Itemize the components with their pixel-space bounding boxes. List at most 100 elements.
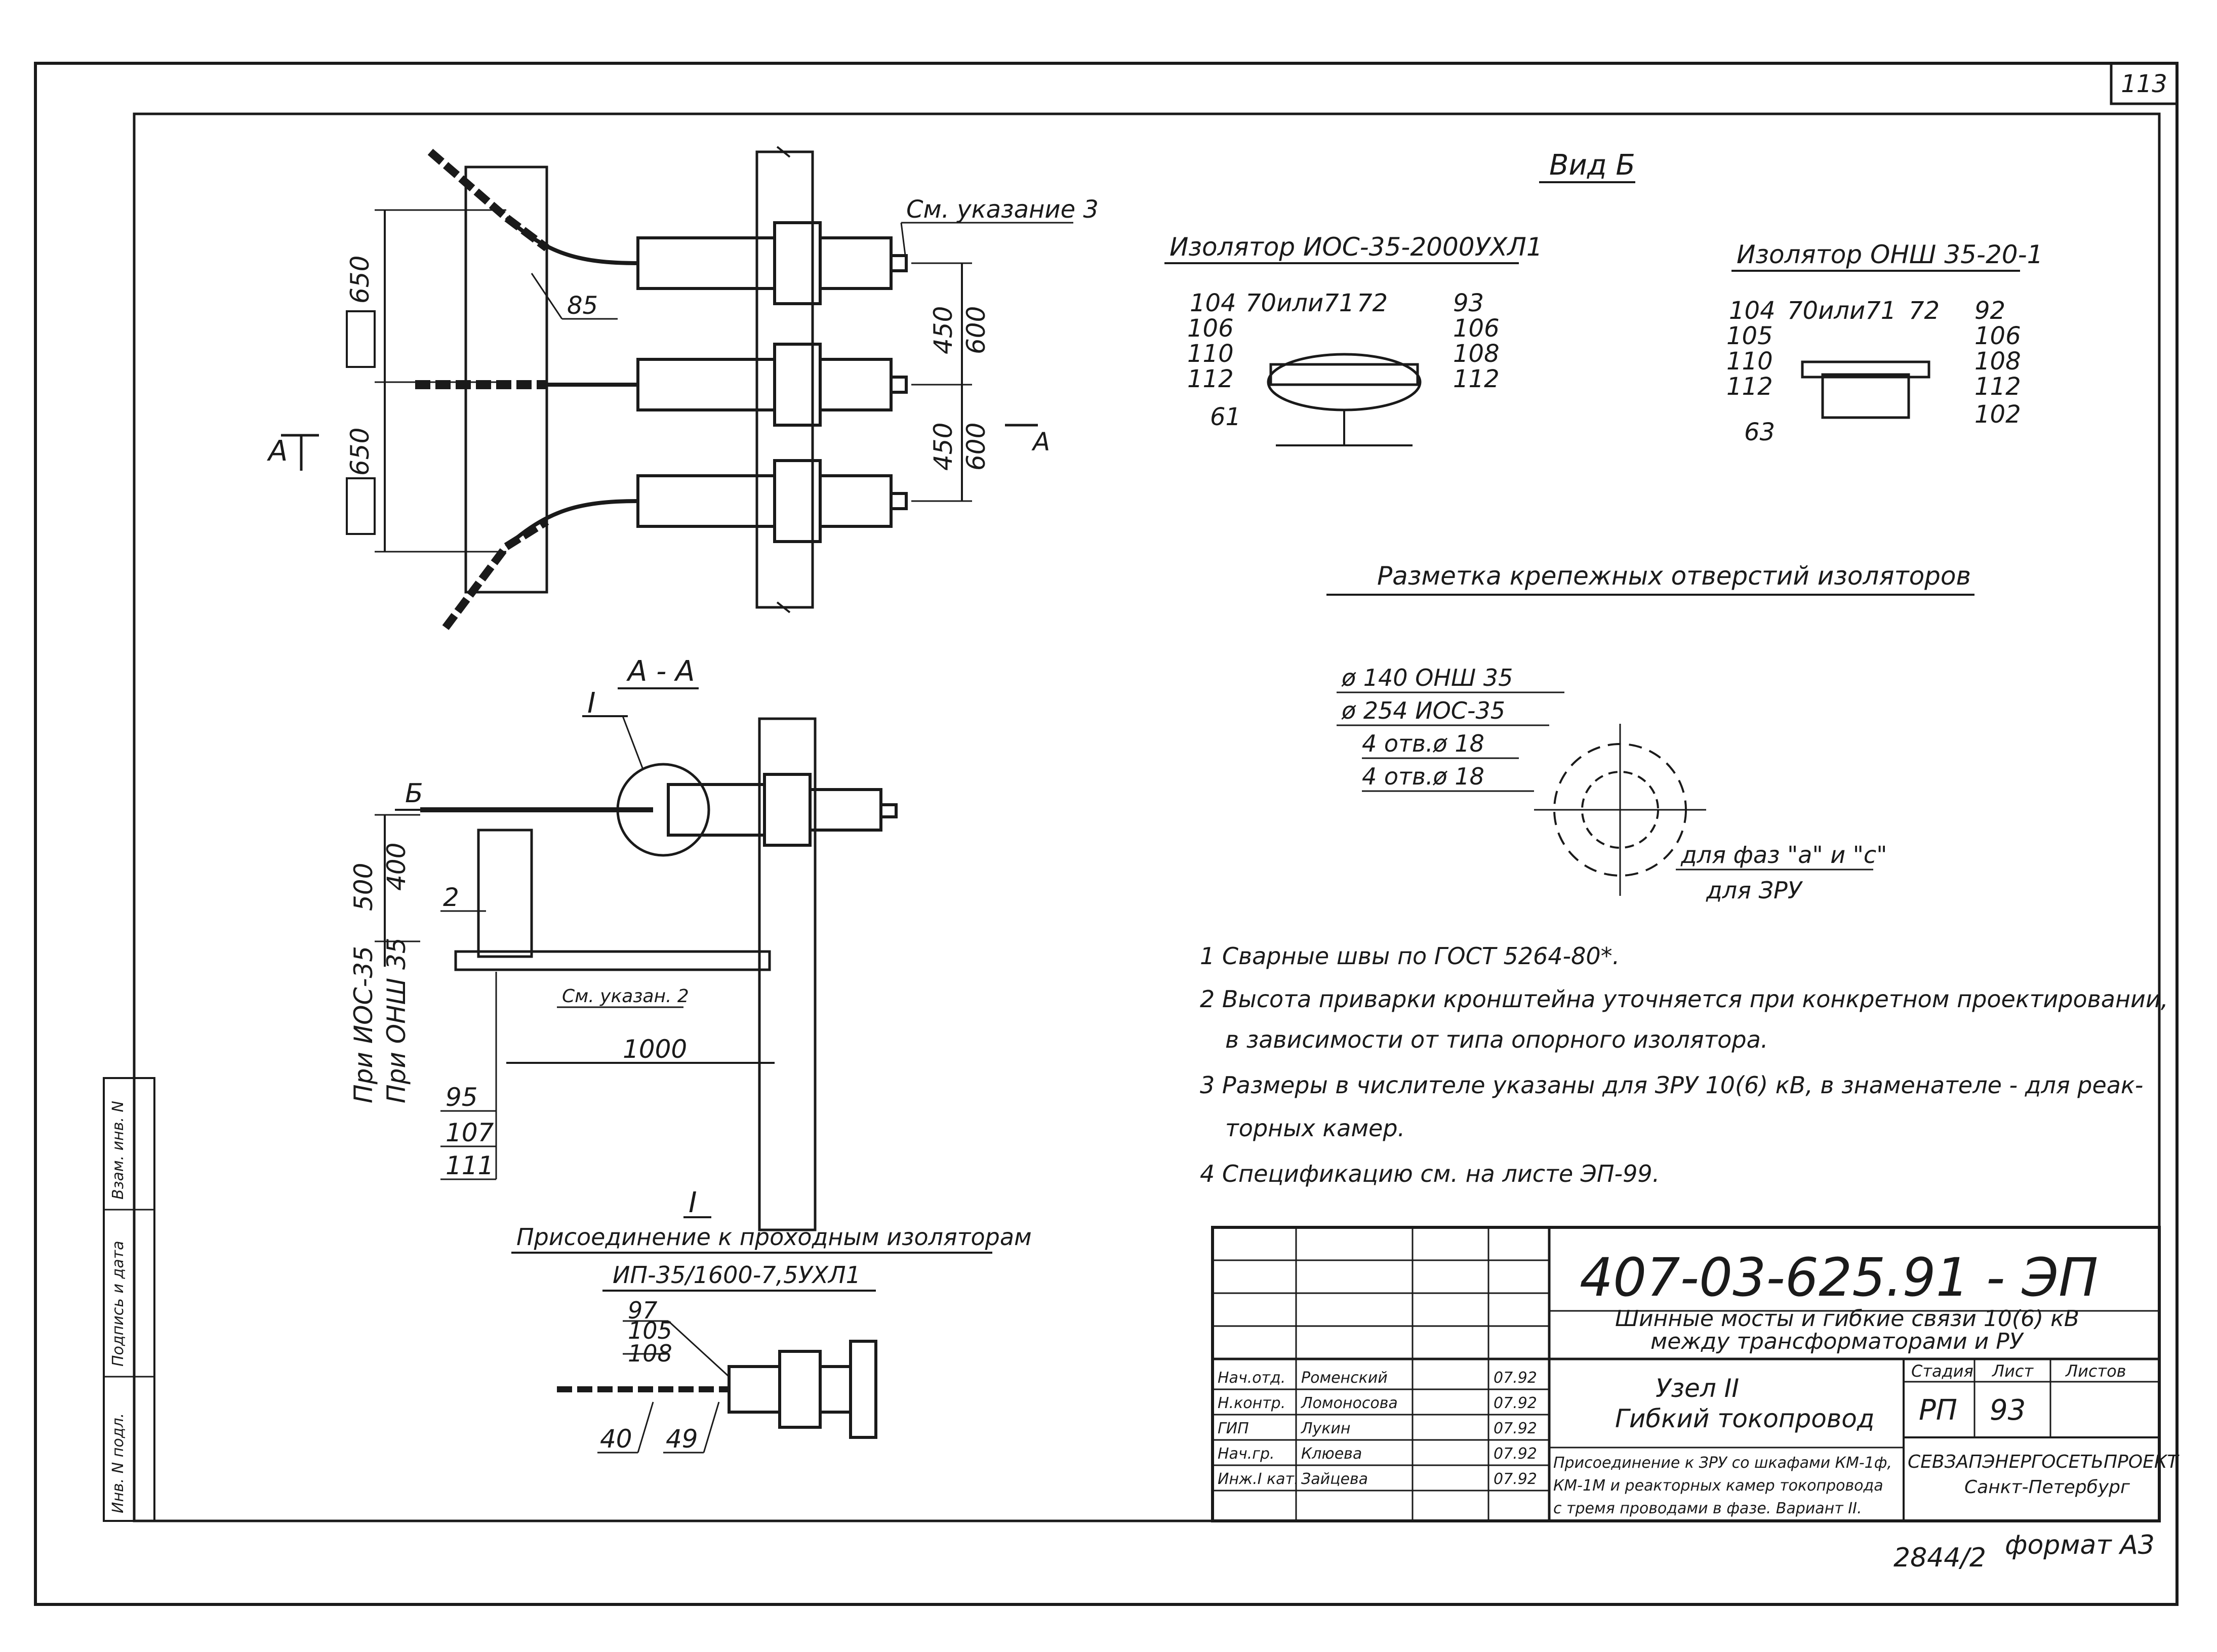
arrow-b: Б [405,778,423,809]
ins2-p112: 112 [1726,373,1773,401]
stage-header: Стадия [1911,1361,1973,1381]
detail-i: I Присоединение к проходным изоляторам И… [511,1186,1032,1454]
sheet-header: Лист [1992,1361,2034,1381]
notes: 1 Сварные швы по ГОСТ 5264-80*. 2 Высота… [1200,942,2168,1187]
note-3b: торных камер. [1225,1114,1405,1142]
ins1-p106: 106 [1187,314,1234,343]
sheets-header: Листов [2065,1361,2126,1381]
stage-value: РП [1919,1394,1957,1427]
role-4: Нач.гр. [1218,1445,1275,1463]
role-2: Н.контр. [1218,1394,1285,1412]
callout-i: I [587,687,596,720]
ins2-pR112: 112 [1974,373,2021,401]
pos-95: 95 [446,1083,478,1112]
page-number: 113 [2121,70,2167,98]
ins2-p110: 110 [1726,347,1773,376]
view-b: Вид Б Изолятор ИОС-35-2000УХЛ1 104 70или… [1164,149,2043,446]
stamp-col2: Подпись и дата [109,1241,127,1367]
ins1-p61: 61 [1210,403,1241,431]
node-line-2: Гибкий токопровод [1615,1404,1874,1433]
pos-111: 111 [446,1151,494,1180]
markup-l4: 4 отв.ø 18 [1362,763,1484,790]
name-5: Зайцева [1301,1470,1368,1488]
ins1-p70: 70или71 [1245,289,1354,317]
name-1: Роменский [1301,1369,1388,1387]
date-5: 07.92 [1494,1470,1537,1488]
ins2-name: Изолятор ОНШ 35-20-1 [1737,240,2043,269]
org-name: СЕВЗАПЭНЕРГОСЕТЬПРОЕКТ [1908,1452,2180,1472]
ins1-pR108: 108 [1453,340,1500,368]
pos-108: 108 [628,1340,672,1367]
pos-97: 97 [628,1297,658,1324]
see-note-3: См. указание 3 [906,195,1099,224]
pos-49: 49 [666,1424,698,1454]
ins1-name: Изолятор ИОС-35-2000УХЛ1 [1170,232,1543,262]
note-1: 1 Сварные швы по ГОСТ 5264-80*. [1200,942,1620,970]
ins2-p104: 104 [1729,297,1776,325]
detail-i-subtitle: ИП-35/1600-7,5УХЛ1 [613,1261,861,1289]
desc-line-2: КМ-1М и реакторных камер токопровода [1553,1477,1883,1495]
date-4: 07.92 [1494,1445,1537,1463]
format-label: формат А3 [2005,1530,2155,1560]
pos-2: 2 [443,883,459,912]
markup: Разметка крепежных отверстий изоляторов … [1326,561,1974,904]
dim-600-top: 600 [961,306,991,354]
markup-l5: для фаз "а" и "с" [1680,841,1887,869]
side-stamp: Инв. N подл. Подпись и дата Взам. инв. N [103,1077,155,1522]
date-3: 07.92 [1494,1420,1537,1437]
sheet-value: 93 [1990,1394,2026,1427]
section-arrow-a-right: А [1031,427,1050,457]
ins1-p72: 72 [1357,289,1388,317]
doc-code: 407-03-625.91 - ЭП [1580,1247,2098,1308]
label-ios: При ИОС-35 [349,946,378,1103]
dim-600-bottom: 600 [961,423,991,471]
markup-l3: 4 отв.ø 18 [1362,730,1484,757]
dim-400: 400 [382,843,411,891]
role-3: ГИП [1218,1420,1249,1437]
node-line-1: Узел II [1656,1374,1739,1403]
ins2-p92: 92 [1974,297,2005,325]
dim-450-top: 450 [929,306,958,354]
see-note-2: См. указан. 2 [562,986,689,1007]
section-aa-title: А - А [626,655,695,688]
pos-105: 105 [628,1317,672,1344]
ins1-p93: 93 [1453,289,1484,317]
plan-view: 650 650 А 450 600 450 600 А 85 См. указа… [267,146,1099,630]
markup-l6: для ЗРУ [1706,877,1803,904]
desc-line-3: с тремя проводами в фазе. Вариант II. [1553,1500,1862,1517]
ins2-pR108: 108 [1974,347,2021,376]
pos-107: 107 [446,1118,494,1147]
markup-title: Разметка крепежных отверстий изоляторов [1377,561,1971,591]
ins2-p70: 70или71 [1787,297,1896,325]
note-4: 4 Спецификацию см. на листе ЭП-99. [1200,1160,1660,1187]
ins2-p105: 105 [1726,322,1773,350]
archive-number: 2844/2 [1893,1543,1986,1573]
note-2b: в зависимости от типа опорного изолятора… [1225,1026,1768,1053]
pos-40: 40 [600,1424,632,1454]
ins2-p102: 102 [1974,400,2021,429]
role-5: Инж.I кат. [1218,1470,1299,1488]
view-b-title: Вид Б [1549,149,1635,182]
ins2-p63: 63 [1744,418,1775,446]
ins1-p110: 110 [1187,340,1234,368]
date-2: 07.92 [1494,1394,1537,1412]
ins1-pR112: 112 [1453,365,1500,393]
name-2: Ломоносова [1301,1394,1398,1412]
sheet-frame: 113 [34,62,2179,1606]
ins2-p72: 72 [1909,297,1940,325]
ins2-pR106: 106 [1974,322,2021,350]
role-1: Нач.отд. [1218,1369,1285,1387]
ins1-p112: 112 [1187,365,1234,393]
markup-l2: ø 254 ИОС-35 [1341,697,1505,724]
pos-85: 85 [567,292,598,320]
markup-l1: ø 140 ОНШ 35 [1341,664,1513,691]
detail-i-mark: I [689,1186,697,1219]
ins1-p104: 104 [1190,289,1236,317]
name-3: Лукин [1301,1420,1351,1437]
section-arrow-a-left: А [267,435,288,468]
date-1: 07.92 [1494,1369,1537,1387]
stamp-col3: Взам. инв. N [109,1101,127,1200]
project-line-1: Шинные мосты и гибкие связи 10(6) кВ [1615,1306,2079,1332]
dim-500: 500 [349,863,378,911]
